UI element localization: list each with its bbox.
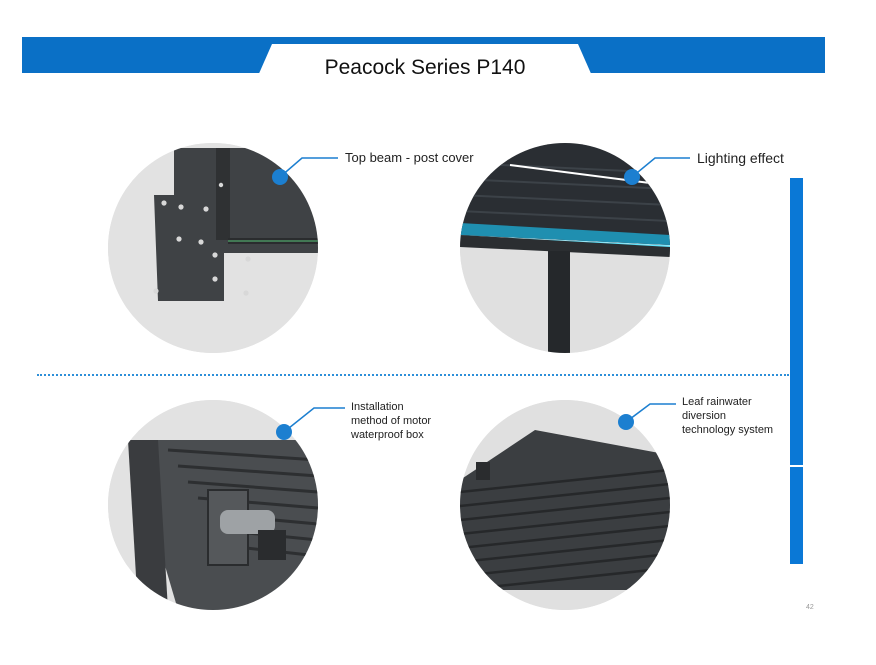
label-line: Installation	[351, 401, 404, 413]
feature-label-rainwater: Leaf rainwater diversion technology syst…	[682, 396, 773, 437]
side-accent-bar	[790, 178, 803, 465]
page-title: Peacock Series P140	[324, 56, 526, 79]
feature-label-top-beam: Top beam - post cover	[345, 150, 474, 165]
label-line: diversion	[682, 409, 727, 422]
section-divider	[37, 374, 789, 376]
feature-label-lighting: Lighting effect	[697, 150, 784, 166]
top-beam-photo	[108, 143, 318, 353]
label-line: Leaf rainwater	[682, 396, 752, 408]
rainwater-diversion-photo	[460, 400, 670, 610]
feature-label-motor-box: Installation method of motor waterproof …	[351, 401, 431, 442]
label-line: waterproof box	[351, 428, 424, 441]
header-title-tab	[250, 44, 600, 94]
label-line: method of motor	[351, 414, 432, 427]
side-accent-bar-lower	[790, 467, 803, 564]
motor-box-photo	[108, 400, 318, 610]
page-number: 42	[806, 604, 814, 611]
label-line: technology system	[682, 423, 774, 436]
lighting-effect-photo	[460, 143, 670, 353]
